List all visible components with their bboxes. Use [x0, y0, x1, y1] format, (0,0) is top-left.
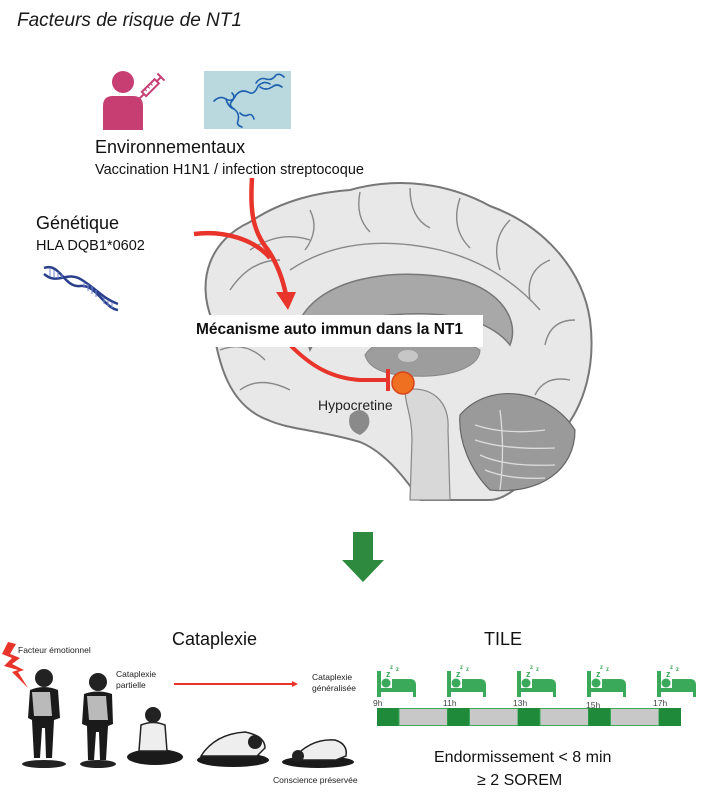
tile-nap-segment — [659, 708, 681, 726]
trigger-label: Facteur émotionnel — [18, 645, 91, 655]
environmental-subtitle: Vaccination H1N1 / infection streptocoqu… — [95, 162, 364, 178]
figure-title: Facteurs de risque de NT1 — [17, 10, 242, 31]
tile-nap-segment — [588, 708, 611, 726]
svg-text:z: z — [606, 667, 609, 673]
tile-timeline — [377, 708, 681, 726]
svg-text:z: z — [530, 665, 533, 671]
dna-icon — [43, 265, 119, 312]
streptococcus-micrograph — [204, 71, 291, 129]
genetic-subtitle: HLA DQB1*0602 — [36, 238, 145, 254]
svg-text:z: z — [676, 667, 679, 673]
down-arrow-icon — [342, 532, 384, 582]
hour-label: 13h — [513, 698, 528, 708]
svg-text:z: z — [396, 667, 399, 673]
tile-wake-segment — [610, 708, 660, 726]
hypocretin-label: Hypocretine — [318, 397, 393, 413]
hour-label: 9h — [373, 698, 383, 708]
hour-label: 17h — [653, 698, 668, 708]
genetic-arrow — [193, 230, 272, 260]
mechanism-label: Mécanisme auto immun dans la NT1 — [196, 321, 464, 338]
vaccinated-person-icon — [103, 71, 166, 130]
partial-cataplexy-figure-icon — [80, 673, 116, 768]
tile-nap-segment — [377, 708, 399, 726]
hypocretin-neuron-icon — [391, 371, 415, 395]
tile-wake-segment — [469, 708, 519, 726]
mechanism-label-box — [193, 315, 483, 347]
standing-figure-icon — [22, 669, 66, 768]
lightning-icon — [2, 642, 28, 688]
svg-text:z: z — [526, 669, 531, 679]
tile-title: TILE — [484, 629, 523, 649]
svg-text:z: z — [666, 669, 671, 679]
svg-text:z: z — [386, 669, 391, 679]
progression-arrow — [174, 681, 298, 687]
tile-wake-segment — [539, 708, 589, 726]
svg-text:z: z — [456, 669, 461, 679]
consciousness-label: Conscience préservée — [273, 775, 358, 785]
tile-nap-segment — [518, 708, 540, 726]
genetic-title: Génétique — [36, 213, 120, 233]
cataplexy-title: Cataplexie — [172, 629, 258, 649]
environmental-title: Environnementaux — [95, 137, 246, 157]
tile-criterion-sorem: ≥ 2 SOREM — [477, 772, 563, 789]
environmental-arrow — [249, 177, 289, 296]
pathway-arrows — [193, 177, 415, 395]
collapsed-figure-icon — [282, 739, 354, 768]
tile-criterion-latency: Endormissement < 8 min — [434, 749, 612, 766]
tile-wake-segment — [398, 708, 448, 726]
generalized-cataplexy-label: Cataplexie généralisée — [312, 672, 356, 693]
sitting-figure-icon — [127, 707, 183, 765]
hour-label: 11h — [443, 698, 457, 708]
hour-label: 15h — [586, 700, 601, 710]
partial-cataplexy-label: Cataplexie partielle — [116, 669, 157, 690]
svg-text:z: z — [466, 667, 469, 673]
svg-text:z: z — [460, 665, 463, 671]
svg-text:z: z — [596, 669, 601, 679]
svg-text:z: z — [536, 667, 539, 673]
svg-text:z: z — [670, 665, 673, 671]
inhibition-arrow — [288, 343, 388, 382]
svg-text:z: z — [600, 665, 603, 671]
arrow-head — [276, 292, 296, 310]
kneeling-figure-icon — [197, 731, 269, 767]
tile-nap-segment — [447, 708, 470, 726]
svg-text:z: z — [390, 665, 393, 671]
